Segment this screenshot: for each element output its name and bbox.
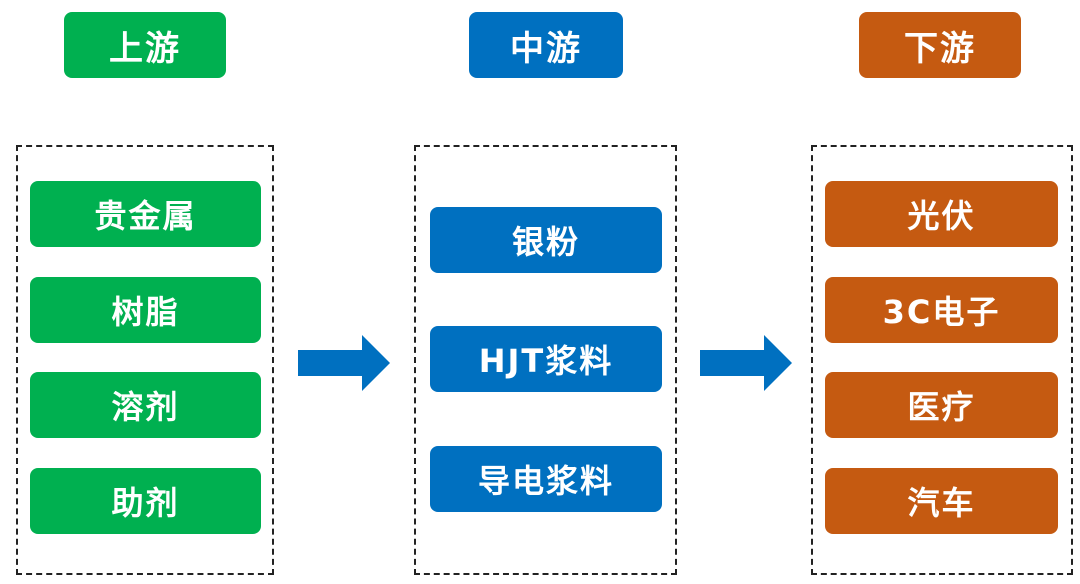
midstream-box [414,145,677,575]
downstream-header: 下游 [859,12,1021,78]
upstream-box [16,145,274,575]
upstream-item-resin: 树脂 [30,277,261,343]
upstream-header: 上游 [64,12,226,78]
midstream-item-hjt-paste: HJT浆料 [430,326,662,392]
upstream-item-precious-metals: 贵金属 [30,181,261,247]
right-arrow-icon [700,335,792,391]
upstream-item-additive: 助剂 [30,468,261,534]
downstream-item-automotive: 汽车 [825,468,1058,534]
downstream-item-medical: 医疗 [825,372,1058,438]
downstream-box [811,145,1073,575]
downstream-item-3c-electronics: 3C电子 [825,277,1058,343]
right-arrow-icon [298,335,390,391]
midstream-item-conductive-paste: 导电浆料 [430,446,662,512]
midstream-header: 中游 [469,12,623,78]
upstream-item-solvent: 溶剂 [30,372,261,438]
midstream-item-silver-powder: 银粉 [430,207,662,273]
downstream-item-photovoltaic: 光伏 [825,181,1058,247]
